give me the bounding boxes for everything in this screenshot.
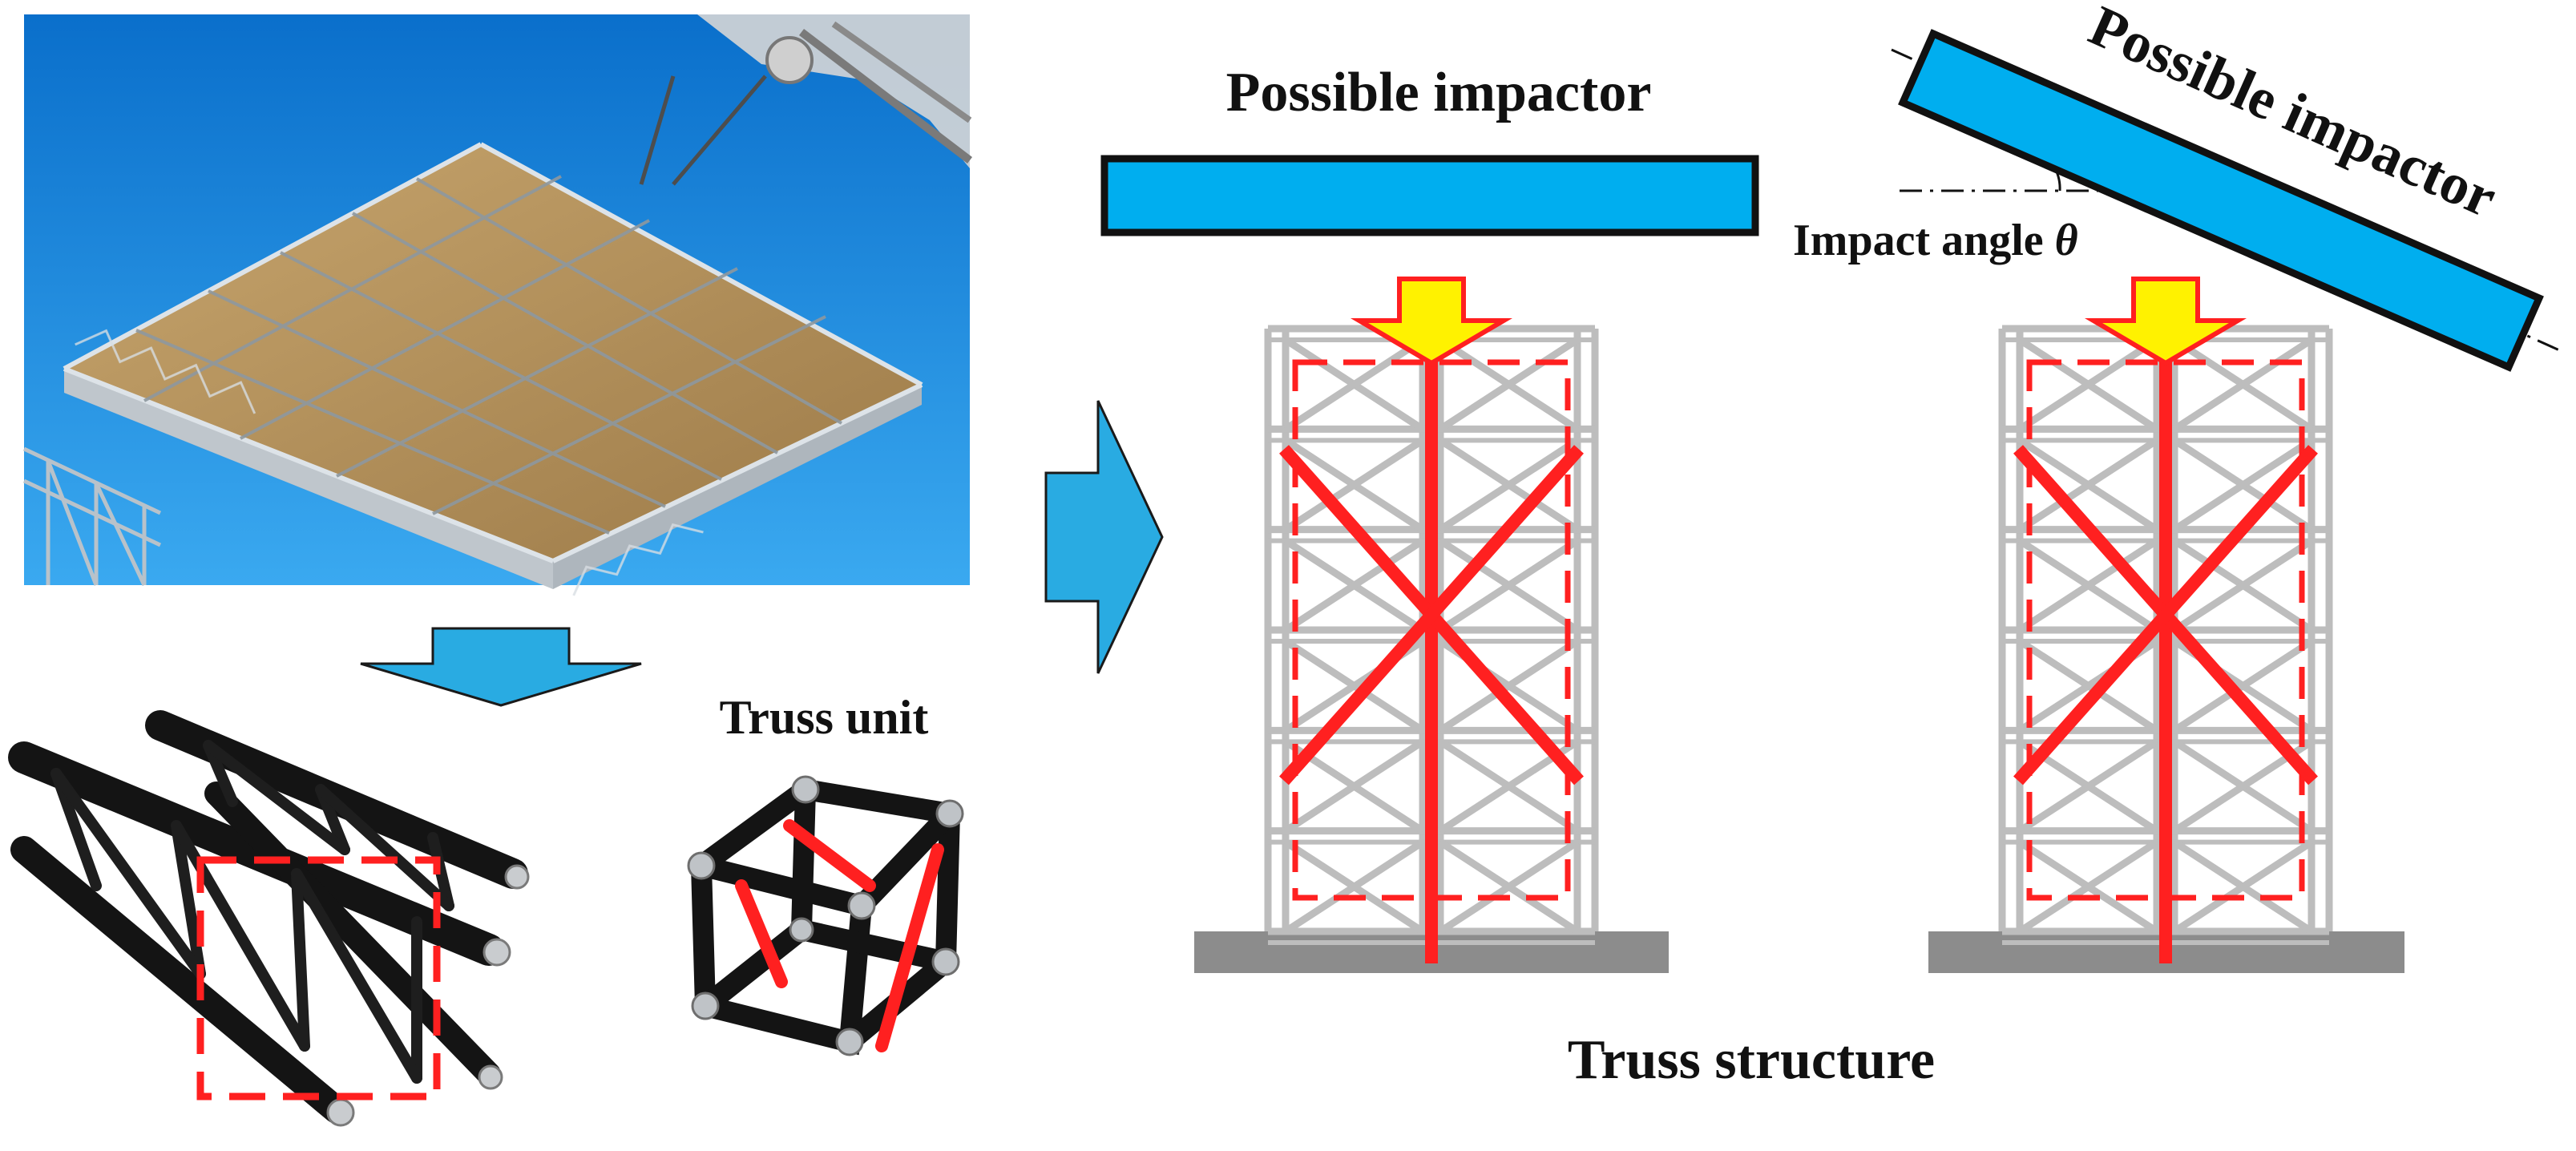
truss-brace <box>2172 838 2314 935</box>
impact-angle-symbol: θ <box>2055 216 2078 265</box>
possible-impactor-flat <box>1100 155 1759 236</box>
black-truss-beam <box>8 710 530 1127</box>
truss-unit-highlight-box <box>196 856 441 1101</box>
truss-brace <box>2172 638 2314 734</box>
arrow-right-icon <box>1044 400 1164 674</box>
truss-brace <box>2172 537 2314 633</box>
truss-brace <box>2017 537 2159 633</box>
truss-brace <box>1283 838 1425 935</box>
load-path-diagonal <box>2013 445 2318 786</box>
truss-brace <box>1438 537 1580 633</box>
truss-structure-angled-impact <box>1928 277 2404 973</box>
truss-brace <box>1438 838 1580 935</box>
truss-brace <box>2172 337 2314 433</box>
truss-brace <box>1283 437 1425 533</box>
roof-truss-photo <box>22 14 973 596</box>
truss-brace <box>1283 337 1425 433</box>
truss-structure-label: Truss structure <box>1568 1029 1935 1091</box>
building-frame <box>22 446 162 587</box>
truss-brace <box>2017 738 2159 834</box>
truss-unit-label: Truss unit <box>720 691 929 744</box>
possible-impactor-tilted <box>1898 29 2544 372</box>
truss-structure-vertical-impact <box>1194 277 1669 973</box>
truss-brace <box>2017 337 2159 433</box>
truss-brace <box>1438 337 1580 433</box>
truss-brace <box>1283 738 1425 834</box>
load-arrow-icon <box>2084 277 2247 366</box>
arrow-down-icon <box>360 627 642 707</box>
crane-boom <box>639 14 973 186</box>
truss-brace <box>2017 838 2159 935</box>
truss-brace <box>2017 437 2159 533</box>
truss-brace <box>1283 537 1425 633</box>
truss-brace <box>2172 437 2314 533</box>
possible-impactor-flat-label: Possible impactor <box>1226 62 1652 123</box>
load-path-diagonal <box>1279 445 1584 786</box>
load-arrow-icon <box>1350 277 1513 366</box>
impact-angle-text: Impact angle <box>1793 216 2055 265</box>
impact-angle-label: Impact angle θ <box>1793 216 2078 265</box>
truss-brace <box>1438 638 1580 734</box>
truss-unit-cube <box>687 775 964 1056</box>
roof-panel <box>63 142 923 596</box>
truss-brace <box>1438 437 1580 533</box>
